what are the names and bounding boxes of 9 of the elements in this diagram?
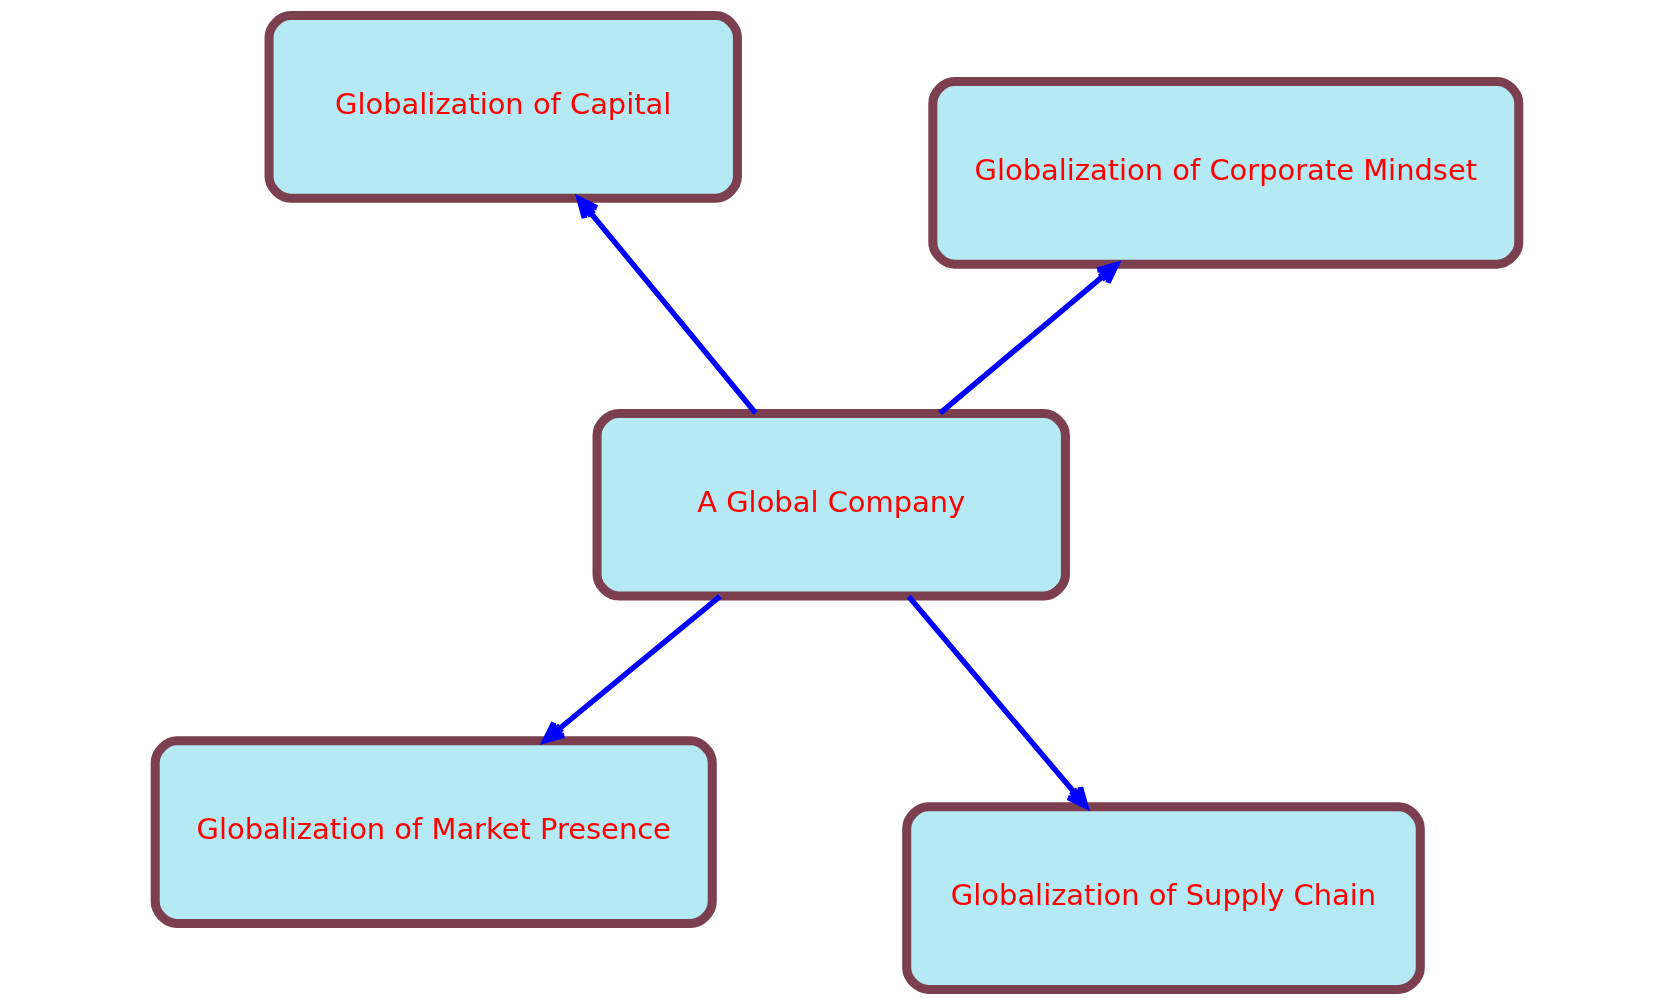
node-box: Globalization of Supply Chain xyxy=(901,802,1425,994)
node-box: Globalization of Market Presence xyxy=(150,736,717,928)
node-box: A Global Company xyxy=(592,408,1070,601)
node-box: Globalization of Corporate Mindset xyxy=(927,77,1523,269)
arrow xyxy=(937,262,1119,416)
node-box: Globalization of Capital xyxy=(264,11,742,203)
arrow xyxy=(906,594,1089,809)
arrow xyxy=(575,196,758,415)
arrow xyxy=(541,594,722,744)
